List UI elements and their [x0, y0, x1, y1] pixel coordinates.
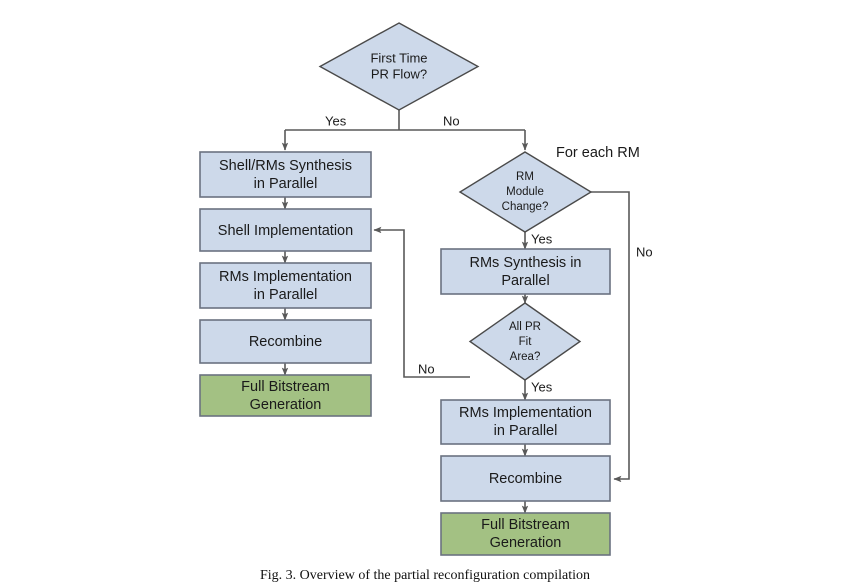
process-shape [440, 399, 611, 445]
node-label-line: PR Flow? [371, 66, 427, 81]
node-label-line: Full Bitstream [241, 379, 330, 395]
node-label-line: First Time [370, 50, 427, 65]
edge-label-fit-area-yes: Yes [531, 379, 553, 394]
node-label-line: Generation [490, 535, 562, 551]
node-label-line: Recombine [249, 334, 322, 350]
node-label-line: Full Bitstream [481, 517, 570, 533]
process-shape [199, 319, 372, 364]
node-first-time-pr-flow[interactable]: First Time PR Flow? [318, 22, 480, 111]
terminal-shape [199, 374, 372, 417]
node-rms-implementation-right[interactable]: RMs Implementation in Parallel [440, 399, 611, 445]
node-shell-implementation[interactable]: Shell Implementation [199, 208, 372, 252]
node-label-line: Shell Implementation [218, 223, 353, 239]
node-recombine-left[interactable]: Recombine [199, 319, 372, 364]
process-shape [199, 208, 372, 252]
node-label-line: Parallel [501, 273, 549, 289]
node-label-line: RMs Implementation [459, 405, 592, 421]
node-label-line: All PR [509, 321, 541, 333]
node-label-line: Module [506, 186, 544, 198]
node-recombine-right[interactable]: Recombine [440, 455, 611, 502]
node-label-line: Generation [250, 397, 322, 413]
node-shell-rms-synthesis[interactable]: Shell/RMs Synthesis in Parallel [199, 151, 372, 198]
node-rms-implementation-left[interactable]: RMs Implementation in Parallel [199, 262, 372, 309]
node-label-line: Change? [502, 201, 549, 213]
edge-label-rm-change-yes: Yes [531, 231, 553, 246]
node-label-line: RMs Implementation [219, 269, 352, 285]
node-label-line: Area? [510, 351, 541, 363]
edge-label-first-time-no: No [443, 113, 460, 128]
node-full-bitstream-left[interactable]: Full Bitstream Generation [199, 374, 372, 417]
node-rms-synthesis-right[interactable]: RMs Synthesis in Parallel [440, 248, 611, 295]
edge-fit-area-no-loop [373, 226, 470, 378]
node-label-line: Shell/RMs Synthesis [219, 158, 352, 174]
edge-label-fit-area-no: No [418, 361, 435, 376]
decision-shape [318, 22, 480, 111]
node-label-line: Recombine [489, 471, 562, 487]
terminal-shape [440, 512, 611, 556]
edge-label-rm-change-no: No [636, 244, 653, 259]
process-shape [440, 455, 611, 502]
process-shape [199, 151, 372, 198]
node-label-line: in Parallel [494, 423, 558, 439]
node-label-line: in Parallel [254, 176, 318, 192]
edge-label-first-time-yes: Yes [325, 113, 347, 128]
node-all-pr-fit-area[interactable]: All PR Fit Area? [468, 302, 582, 381]
node-full-bitstream-right[interactable]: Full Bitstream Generation [440, 512, 611, 556]
figure-caption: Fig. 3. Overview of the partial reconfig… [259, 568, 591, 583]
edges-layer [281, 110, 630, 514]
decision-shape [458, 151, 593, 233]
process-shape [199, 262, 372, 309]
process-shape [440, 248, 611, 295]
annotation-for-each-rm: For each RM [556, 145, 640, 161]
node-rm-module-change[interactable]: RM Module Change? [458, 151, 593, 233]
edge-rm-change-no-bypass [591, 191, 630, 483]
node-label-line: Fit [519, 336, 533, 348]
node-label-line: in Parallel [254, 287, 318, 303]
node-label-line: RM [516, 171, 534, 183]
node-label-line: RMs Synthesis in [469, 255, 581, 271]
decision-shape [468, 302, 582, 381]
